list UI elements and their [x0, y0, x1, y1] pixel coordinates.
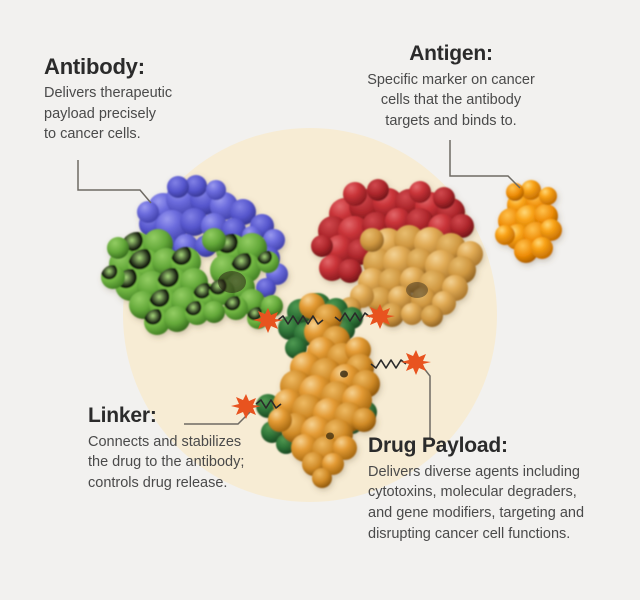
callout-antigen: Antigen: Specific marker on cancer cells… — [341, 42, 561, 132]
linker-description: Connects and stabilizes the drug to the … — [88, 432, 244, 494]
antigen-line-3: targets and binds to. — [385, 112, 517, 129]
drug-payload-description: Delivers diverse agents including cytoto… — [368, 462, 584, 544]
drug-payload-line-4: disrupting cancer cell functions. — [368, 525, 571, 542]
linker-line-3: controls drug release. — [88, 474, 228, 491]
antigen-description: Specific marker on cancer cells that the… — [341, 70, 561, 132]
antigen-line-1: Specific marker on cancer — [367, 71, 535, 88]
linker-line-2: the drug to the antibody; — [88, 454, 245, 471]
antibody-line-3: to cancer cells. — [44, 126, 141, 143]
antibody-description: Delivers therapeutic payload precisely t… — [44, 83, 172, 145]
antibody-leader-line — [77, 160, 152, 204]
antigen-orange — [495, 180, 562, 263]
antigen-line-2: cells that the antibody — [380, 92, 522, 109]
antibody-line-1: Delivers therapeutic — [44, 84, 173, 101]
linker-line-1: Connects and stabilizes — [88, 433, 242, 450]
callout-linker: Linker: Connects and stabilizes the drug… — [88, 404, 244, 494]
drug-payload-title: Drug Payload: — [368, 434, 508, 457]
callout-antibody: Antibody: Delivers therapeutic payload p… — [44, 54, 172, 145]
callout-drug-payload: Drug Payload: Delivers diverse agents in… — [368, 434, 584, 544]
antibody-title: Antibody: — [44, 54, 145, 79]
drug-payload-line-2: cytotoxins, molecular degraders, — [368, 484, 577, 501]
linker-title: Linker: — [88, 404, 157, 427]
drug-payload-line-3: and gene modifiers, targeting and — [368, 504, 585, 521]
antigen-title: Antigen: — [409, 42, 493, 65]
antigen-leader-line — [449, 140, 521, 189]
drug-payload-line-1: Delivers diverse agents including — [368, 463, 580, 480]
antibody-line-2: payload precisely — [44, 105, 157, 122]
